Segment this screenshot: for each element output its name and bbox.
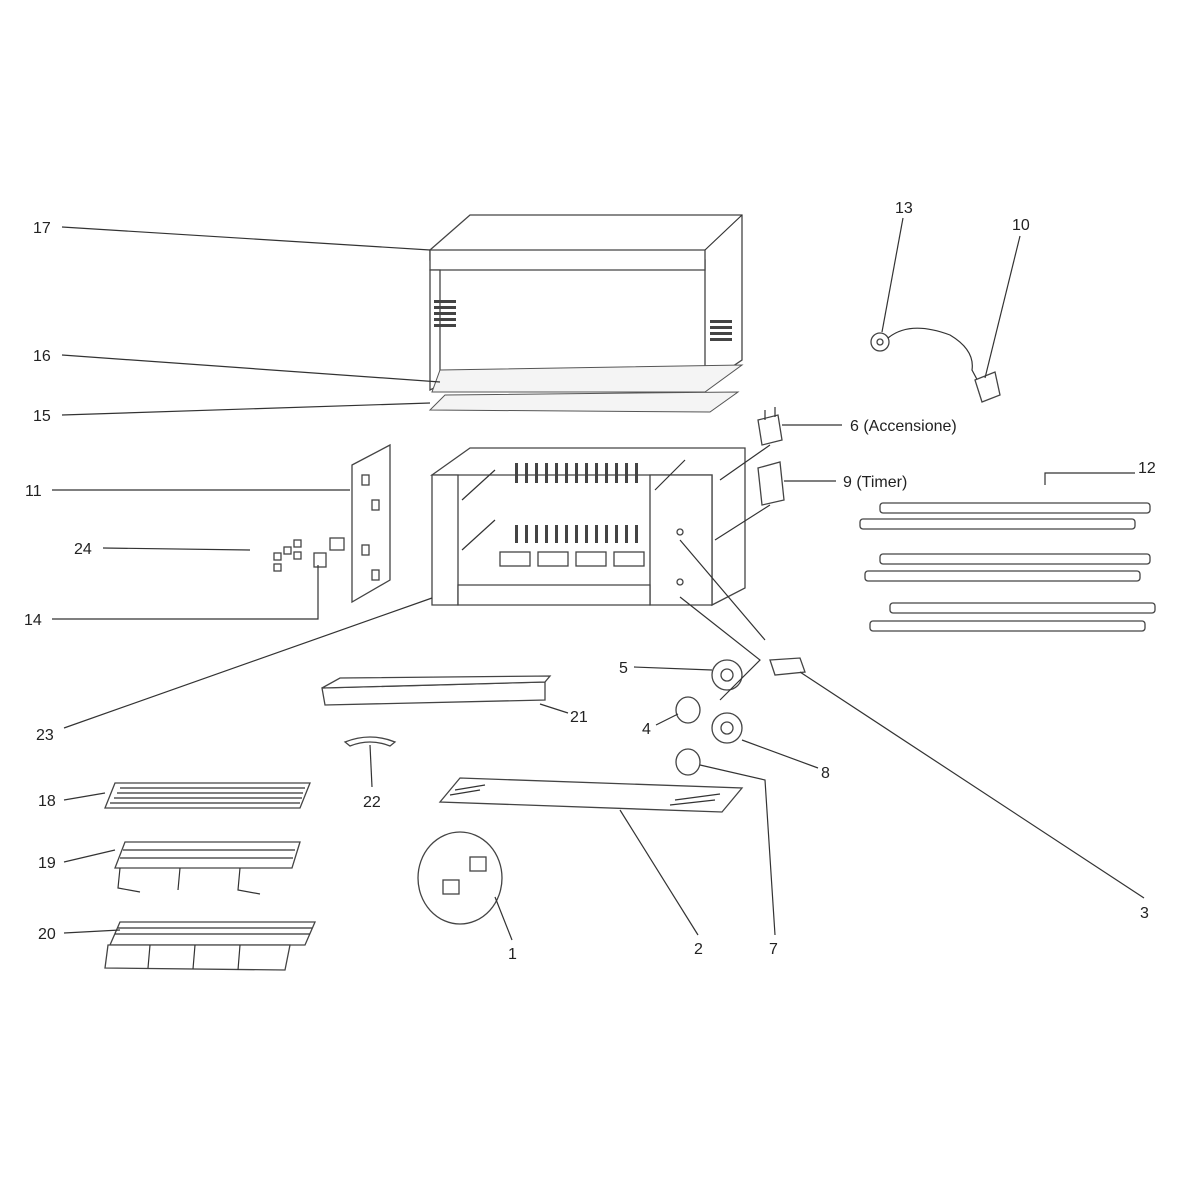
label-6: 6 (Accensione)	[850, 418, 957, 435]
label-9: 9 (Timer)	[843, 474, 907, 491]
label-16: 16	[33, 348, 51, 365]
part-3-thermostat	[769, 657, 806, 676]
label-8: 8	[821, 765, 830, 782]
part-16-plate	[431, 364, 744, 393]
label-20: 20	[38, 926, 56, 943]
label-4: 4	[642, 721, 651, 738]
label-24: 24	[74, 541, 92, 558]
label-21: 21	[570, 709, 588, 726]
part-18-wire-rack	[104, 782, 311, 809]
part-15-plate	[428, 391, 740, 413]
part-19-wire-rack	[114, 841, 301, 895]
part-component	[329, 537, 345, 551]
label-2: 2	[694, 941, 703, 958]
part-13-lamp	[870, 332, 890, 352]
part-12-heating-elements	[859, 502, 1156, 632]
label-1: 1	[508, 946, 517, 963]
part-2-bottom-tray	[438, 777, 744, 813]
part-5-dial	[711, 659, 743, 691]
part-1-round-plate	[417, 831, 503, 925]
part-24-feet	[273, 539, 302, 572]
label-5: 5	[619, 660, 628, 677]
label-23: 23	[36, 727, 54, 744]
part-9-timer	[757, 461, 785, 506]
label-12: 12	[1138, 460, 1156, 477]
label-19: 19	[38, 855, 56, 872]
label-18: 18	[38, 793, 56, 810]
label-13: 13	[895, 200, 913, 217]
label-7: 7	[769, 941, 778, 958]
label-17: 17	[33, 220, 51, 237]
label-10: 10	[1012, 217, 1030, 234]
part-6-power-switch	[757, 407, 783, 446]
label-11: 11	[25, 483, 42, 500]
label-22: 22	[363, 794, 381, 811]
part-10-cable	[887, 327, 1001, 403]
label-14: 14	[24, 612, 42, 629]
part-11-side-panel	[351, 443, 391, 604]
part-20-wire-rack	[104, 921, 316, 971]
part-21-crumb-tray	[321, 675, 552, 706]
part-17-outer-cover	[429, 214, 743, 392]
part-7-knob	[675, 748, 701, 776]
part-22-handle	[343, 736, 397, 747]
part-23-oven-body	[429, 447, 746, 607]
part-4-knob	[675, 696, 701, 724]
part-14-component	[313, 552, 327, 568]
label-3: 3	[1140, 905, 1149, 922]
label-15: 15	[33, 408, 51, 425]
leader-lines	[52, 217, 1145, 941]
part-8-dial	[711, 712, 743, 744]
